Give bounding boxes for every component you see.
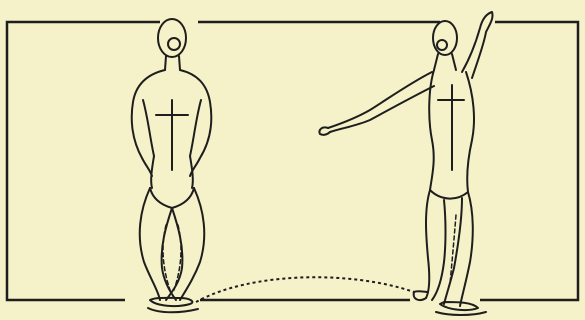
left-leg — [140, 188, 160, 300]
hair-bun — [437, 40, 447, 50]
raised-arm — [462, 12, 493, 78]
dancer-arabesque-right — [319, 12, 492, 315]
front-foot — [440, 302, 478, 310]
right-leg — [180, 188, 204, 300]
feet — [150, 298, 192, 306]
frame-border — [7, 22, 578, 300]
motion-path-dotted-arc — [196, 277, 414, 302]
hand — [319, 127, 330, 134]
dancer-back-view-left — [132, 19, 212, 312]
hips — [150, 188, 194, 208]
extended-arm — [328, 72, 434, 132]
back-foot — [414, 291, 428, 300]
back-leg — [426, 190, 430, 298]
hair-bun — [168, 38, 180, 50]
